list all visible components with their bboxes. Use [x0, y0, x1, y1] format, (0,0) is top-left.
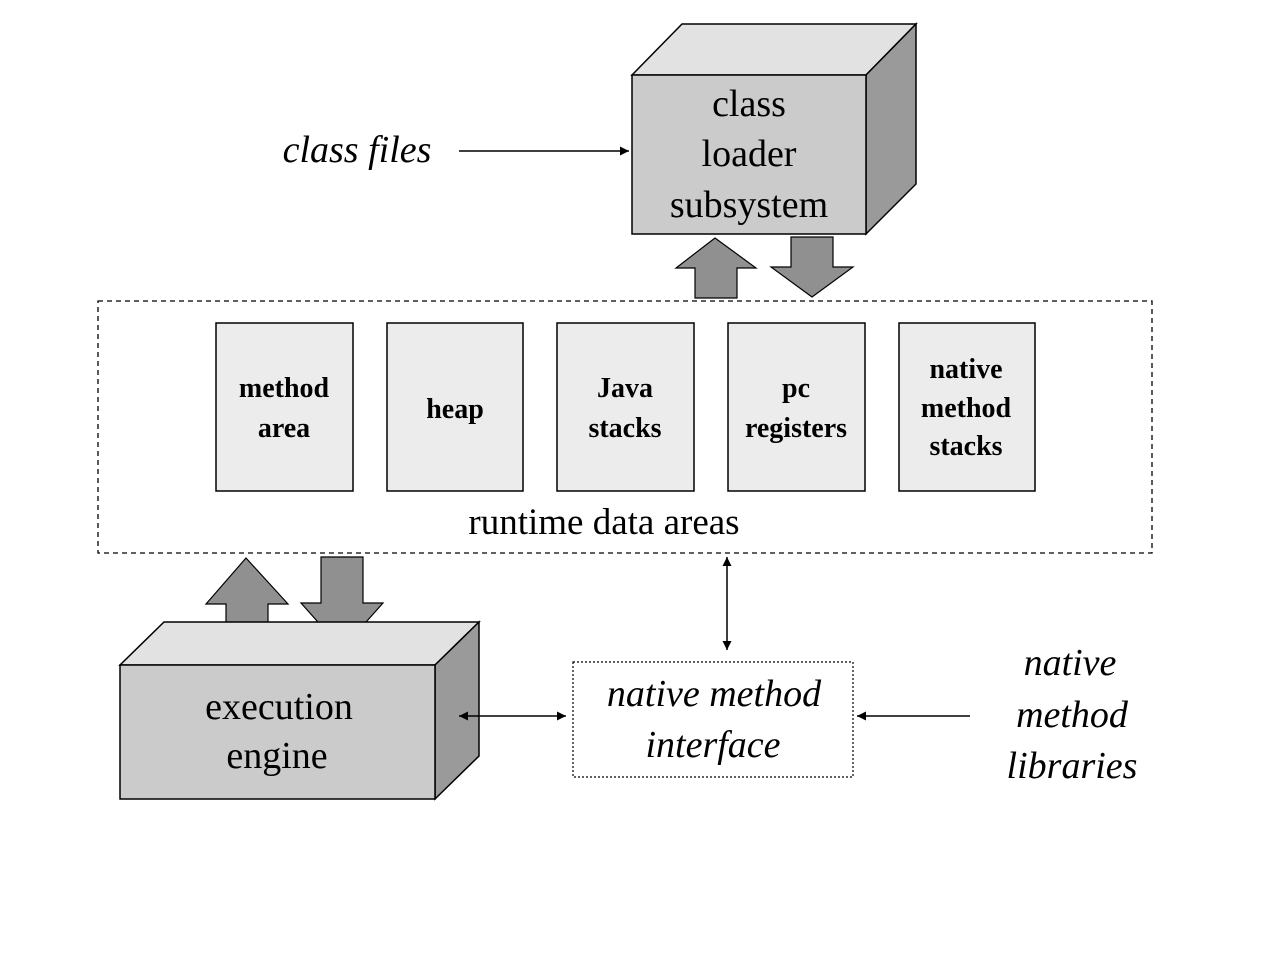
native-libraries-label-line1: native	[1024, 642, 1117, 684]
heap-label: heap	[426, 394, 484, 425]
class-files-label: class files	[283, 129, 432, 171]
native-method-interface-label-line2: interface	[645, 724, 780, 766]
native-libraries-label-line3: libraries	[1007, 745, 1138, 787]
class-loader-front-face	[631, 74, 867, 235]
pc-registers-rect	[727, 322, 866, 492]
method-area-box: method area	[215, 322, 354, 492]
java-stacks-label-line2: stacks	[588, 413, 661, 444]
pc-registers-label-line2: registers	[745, 413, 847, 444]
pc-registers-box: pc registers	[727, 322, 866, 492]
heap-box: heap	[386, 322, 524, 492]
runtime-data-areas-border	[97, 300, 1153, 554]
execution-engine-top-face	[118, 621, 481, 666]
native-method-stacks-rect	[898, 322, 1036, 492]
native-method-interface-label-line1: native method	[607, 673, 822, 715]
class-loader-down-block-arrow	[769, 236, 855, 298]
method-area-label-line2: area	[258, 413, 310, 444]
native-method-stacks-label-line2: method	[921, 393, 1012, 424]
execution-engine-front-face	[119, 664, 436, 800]
pc-registers-label-line1: pc	[782, 373, 810, 404]
class-loader-label-line1: class	[712, 83, 786, 125]
method-area-rect	[215, 322, 354, 492]
runtime-data-areas-label: runtime data areas	[468, 502, 739, 543]
native-method-stacks-label-line1: native	[929, 354, 1002, 385]
native-libraries-label-line2: method	[1016, 694, 1129, 736]
method-area-label-line1: method	[239, 373, 330, 404]
execution-engine-box: execution engine	[118, 620, 481, 801]
class-loader-label-line2: loader	[702, 133, 797, 175]
native-method-interface-box: native method interface	[572, 661, 854, 778]
runtime-data-areas: method area heap Java stacks pc register…	[97, 300, 1153, 554]
java-stacks-label-line1: Java	[597, 373, 653, 404]
execution-engine-label-line2: engine	[226, 735, 327, 777]
class-loader-label-line3: subsystem	[670, 184, 828, 226]
execution-engine-label-line1: execution	[205, 686, 353, 728]
native-method-interface-border	[572, 661, 854, 778]
java-stacks-box: Java stacks	[556, 322, 695, 492]
native-method-stacks-box: native method stacks	[898, 322, 1036, 492]
class-loader-box: class loader subsystem	[630, 22, 918, 236]
native-method-stacks-label-line3: stacks	[929, 431, 1002, 462]
java-stacks-rect	[556, 322, 695, 492]
class-loader-up-block-arrow	[674, 237, 758, 299]
heap-rect	[386, 322, 524, 492]
